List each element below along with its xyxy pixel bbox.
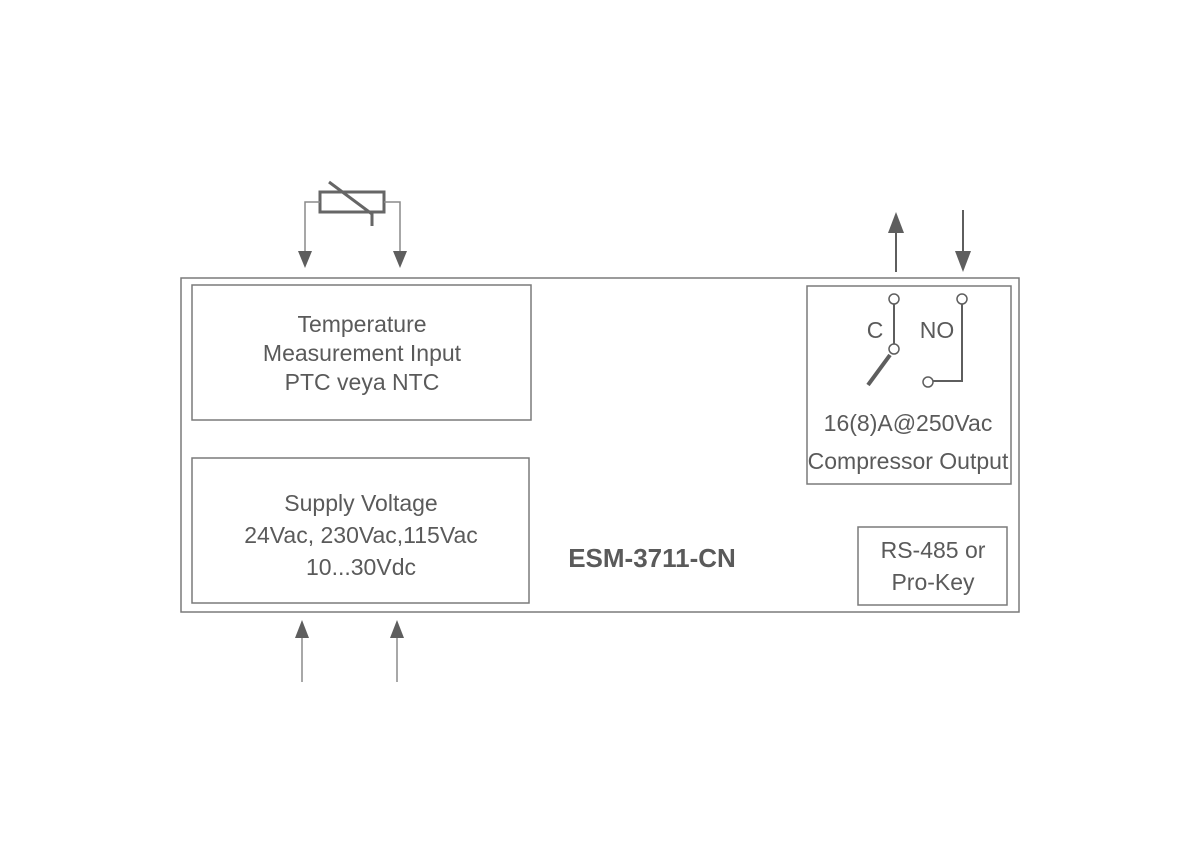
temperature-line-2: Measurement Input — [263, 340, 462, 366]
terminal-no-label: NO — [920, 317, 955, 343]
comm-line-1: RS-485 or — [881, 537, 986, 563]
model-name: ESM-3711-CN — [568, 543, 736, 573]
output-arrow-down-icon — [955, 210, 971, 272]
supply-voltage-block — [191, 457, 530, 604]
supply-line-3: 10...30Vdc — [306, 554, 416, 580]
device-outline — [180, 277, 1020, 613]
thermistor-icon — [298, 180, 407, 268]
supply-line-1: Supply Voltage — [284, 490, 437, 516]
compressor-output-block — [806, 285, 1012, 485]
temperature-line-3: PTC veya NTC — [285, 369, 440, 395]
supply-arrow-right-icon — [390, 620, 404, 682]
temperature-line-1: Temperature — [297, 311, 426, 337]
relay-contact-icon — [866, 293, 968, 388]
relay-rating: 16(8)A@250Vac — [824, 410, 993, 436]
supply-line-2: 24Vac, 230Vac,115Vac — [244, 522, 478, 548]
comm-line-2: Pro-Key — [891, 569, 975, 595]
supply-arrow-left-icon — [295, 620, 309, 682]
output-arrow-up-icon — [888, 212, 904, 272]
temperature-input-block — [191, 284, 532, 421]
terminal-c-label: C — [867, 317, 884, 343]
relay-description: Compressor Output — [808, 448, 1009, 474]
communication-block — [857, 526, 1008, 606]
